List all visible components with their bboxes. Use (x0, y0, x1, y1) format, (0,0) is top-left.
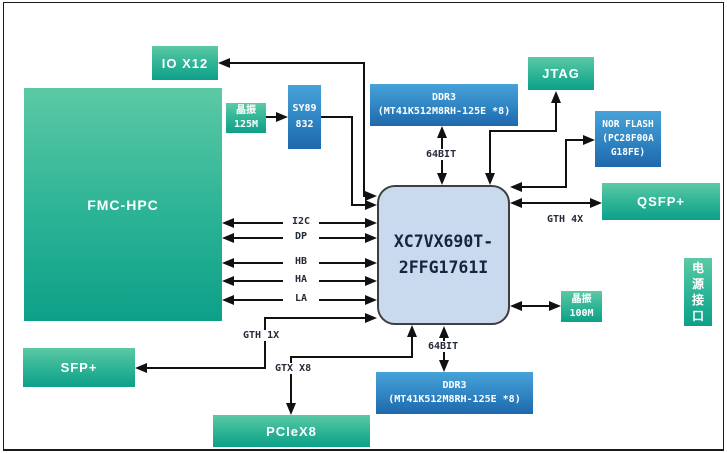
hb-bus-label: HB (283, 256, 319, 267)
i2c-bus-label: I2C (283, 216, 319, 227)
arrow-right-icon (365, 258, 377, 268)
gth-1x-label: GTH 1X (241, 330, 282, 341)
arrow-right-icon (549, 301, 561, 311)
gth-4x-label: GTH 4X (545, 214, 586, 225)
sfp-line-h2 (147, 367, 266, 369)
arrow-down-icon (437, 173, 447, 185)
block-crystal-125m: 晶振 125M (226, 103, 266, 133)
ddr3-top-line2: (MT41K512M8RH-125E *8) (377, 106, 511, 117)
arrow-right-icon (365, 191, 377, 201)
arrow-left-icon (218, 58, 230, 68)
crystal-125m-line1: 晶振 (236, 105, 256, 116)
pciex8-label: PCIeX8 (266, 423, 317, 439)
arrow-right-icon (365, 295, 377, 305)
gtx-x8-label: GTX X8 (273, 363, 314, 374)
block-ddr3-top: DDR3 (MT41K512M8RH-125E *8) (370, 84, 518, 126)
qsfp-line (520, 202, 591, 204)
ddr3-top-line1: DDR3 (431, 92, 457, 103)
io-x12-line-h (228, 62, 365, 64)
xtal125-line-h (266, 116, 278, 118)
block-nor-flash: NOR FLASH (PC28F00A G18FE) (595, 111, 661, 167)
block-pciex8: PCIeX8 (213, 415, 370, 447)
sfp-line-h1 (264, 317, 366, 319)
arrow-down-icon (439, 360, 449, 372)
arrow-down-icon (485, 173, 495, 185)
arrow-left-icon (510, 198, 522, 208)
arrow-right-icon (365, 200, 377, 210)
arrow-right-icon (365, 276, 377, 286)
nor-flash-line3: G18FE) (610, 147, 646, 158)
arrow-right-icon (583, 135, 595, 145)
nor-line-h1 (520, 186, 567, 188)
pcie-line-v1 (411, 335, 413, 358)
arrow-right-icon (365, 313, 377, 323)
block-ddr3-bottom: DDR3 (MT41K512M8RH-125E *8) (376, 372, 533, 414)
block-jtag: JTAG (528, 57, 594, 90)
block-sy89832: SY89 832 (288, 85, 321, 149)
arrow-left-icon (222, 218, 234, 228)
arrow-left-icon (510, 301, 522, 311)
sy89-line-h (321, 116, 353, 118)
bit64-bottom-label: 64BIT (426, 341, 461, 352)
arrow-left-icon (222, 276, 234, 286)
nor-line-v (565, 139, 567, 188)
ddr3-bottom-line1: DDR3 (442, 380, 467, 391)
fpga-line1: XC7VX690T- (393, 232, 494, 251)
block-sfp: SFP+ (23, 348, 135, 387)
jtag-label: JTAG (542, 66, 580, 81)
bit64-top-label: 64BIT (424, 149, 459, 160)
arrow-right-icon (365, 233, 377, 243)
arrow-left-icon (135, 363, 147, 373)
pcie-line-v2 (290, 356, 292, 403)
block-fmc-hpc: FMC-HPC (24, 88, 222, 321)
ha-bus-label: HA (283, 274, 319, 285)
arrow-up-icon (437, 126, 447, 138)
block-power-connector: 电源接口 (684, 258, 712, 326)
nor-flash-line2: (PC28F00A (602, 133, 654, 144)
arrow-down-icon (286, 403, 296, 415)
sfp-label: SFP+ (60, 360, 98, 375)
block-crystal-100m: 晶振 100M (561, 291, 602, 322)
arrow-up-icon (551, 91, 561, 103)
nor-flash-line1: NOR FLASH (602, 119, 654, 130)
la-bus-label: LA (283, 293, 319, 304)
arrow-left-icon (222, 233, 234, 243)
sfp-line-v (264, 317, 266, 369)
block-qsfp: QSFP+ (602, 183, 720, 220)
pcie-line-h (290, 356, 413, 358)
fpga-line2: 2FFG1761I (398, 258, 489, 277)
arrow-up-icon (439, 326, 449, 338)
jtag-line-v2 (489, 130, 491, 174)
arrow-right-icon (276, 112, 288, 122)
arrow-right-icon (590, 198, 602, 208)
sy89832-line1: SY89 (292, 103, 317, 114)
sy89-line-h2 (351, 204, 365, 206)
sy89-line-v (351, 116, 353, 206)
arrow-left-icon (222, 295, 234, 305)
block-io-x12: IO X12 (152, 46, 218, 80)
qsfp-label: QSFP+ (637, 194, 685, 209)
io-x12-label: IO X12 (161, 55, 209, 71)
ddr3-bottom-line2: (MT41K512M8RH-125E *8) (388, 394, 521, 405)
arrow-right-icon (365, 218, 377, 228)
block-fpga-xc7vx690t: XC7VX690T- 2FFG1761I (377, 185, 510, 325)
jtag-line-h (489, 130, 557, 132)
io-x12-line-v (363, 62, 365, 196)
crystal-125m-line2: 125M (233, 119, 259, 130)
arrow-left-icon (510, 182, 522, 192)
jtag-line-v1 (555, 101, 557, 132)
power-connector-label: 电源接口 (691, 261, 704, 323)
arrow-left-icon (222, 258, 234, 268)
arrow-up-icon (407, 325, 417, 337)
xtal100-line (520, 305, 550, 307)
dp-bus-label: DP (283, 231, 319, 242)
crystal-100m-line1: 晶振 (571, 293, 592, 305)
sy89832-line2: 832 (295, 119, 314, 130)
fmc-hpc-label: FMC-HPC (87, 196, 159, 213)
crystal-100m-line2: 100M (569, 307, 594, 319)
nor-line-h2 (565, 139, 584, 141)
